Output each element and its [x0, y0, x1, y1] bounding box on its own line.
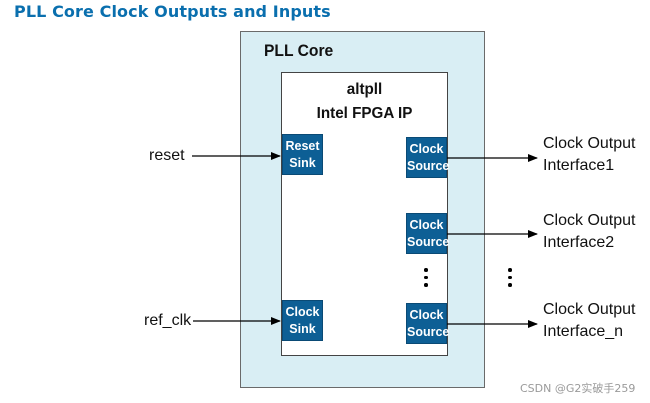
- ellipsis-dots-outer: [508, 268, 512, 291]
- pll-core-label: PLL Core: [264, 41, 334, 60]
- reset-sink-block: Reset Sink: [282, 134, 323, 175]
- ref-clk-label: ref_clk: [144, 312, 192, 329]
- altpll-ip-label: altpll Intel FPGA IP: [285, 78, 444, 126]
- altpll-name: altpll: [346, 81, 383, 98]
- output-interface-n-label: Clock Output Interface_n: [543, 299, 635, 343]
- clock-source-n-line1: Clock: [409, 308, 444, 322]
- ellipsis-dots-inner: [424, 268, 428, 291]
- figure-title: PLL Core Clock Outputs and Inputs: [14, 2, 331, 21]
- clock-source-1-line2: Source: [407, 159, 450, 173]
- clock-source-2-block: Clock Source: [406, 213, 450, 254]
- reset-sink-line1: Reset: [285, 139, 320, 153]
- output-2-line2: Interface2: [543, 234, 615, 251]
- clock-source-n-line2: Source: [407, 325, 450, 339]
- output-2-line1: Clock Output: [543, 212, 636, 229]
- clock-source-2-line1: Clock: [409, 218, 444, 232]
- watermark: CSDN @G2实破手259: [520, 382, 636, 395]
- output-n-line1: Clock Output: [543, 301, 636, 318]
- reset-sink-line2: Sink: [289, 156, 316, 170]
- output-interface-2-label: Clock Output Interface2: [543, 210, 635, 254]
- clock-source-1-block: Clock Source: [406, 137, 450, 178]
- reset-label: reset: [149, 147, 185, 164]
- clock-sink-line2: Sink: [289, 322, 316, 336]
- clock-source-1-line1: Clock: [409, 142, 444, 156]
- output-1-line2: Interface1: [543, 157, 615, 174]
- output-1-line1: Clock Output: [543, 135, 636, 152]
- output-interface-1-label: Clock Output Interface1: [543, 133, 635, 177]
- output-n-line2: Interface_n: [543, 323, 624, 340]
- altpll-subtitle: Intel FPGA IP: [316, 105, 413, 122]
- clock-sink-block: Clock Sink: [282, 300, 323, 341]
- clock-sink-line1: Clock: [285, 305, 320, 319]
- clock-source-n-block: Clock Source: [406, 303, 450, 344]
- clock-source-2-line2: Source: [407, 235, 450, 249]
